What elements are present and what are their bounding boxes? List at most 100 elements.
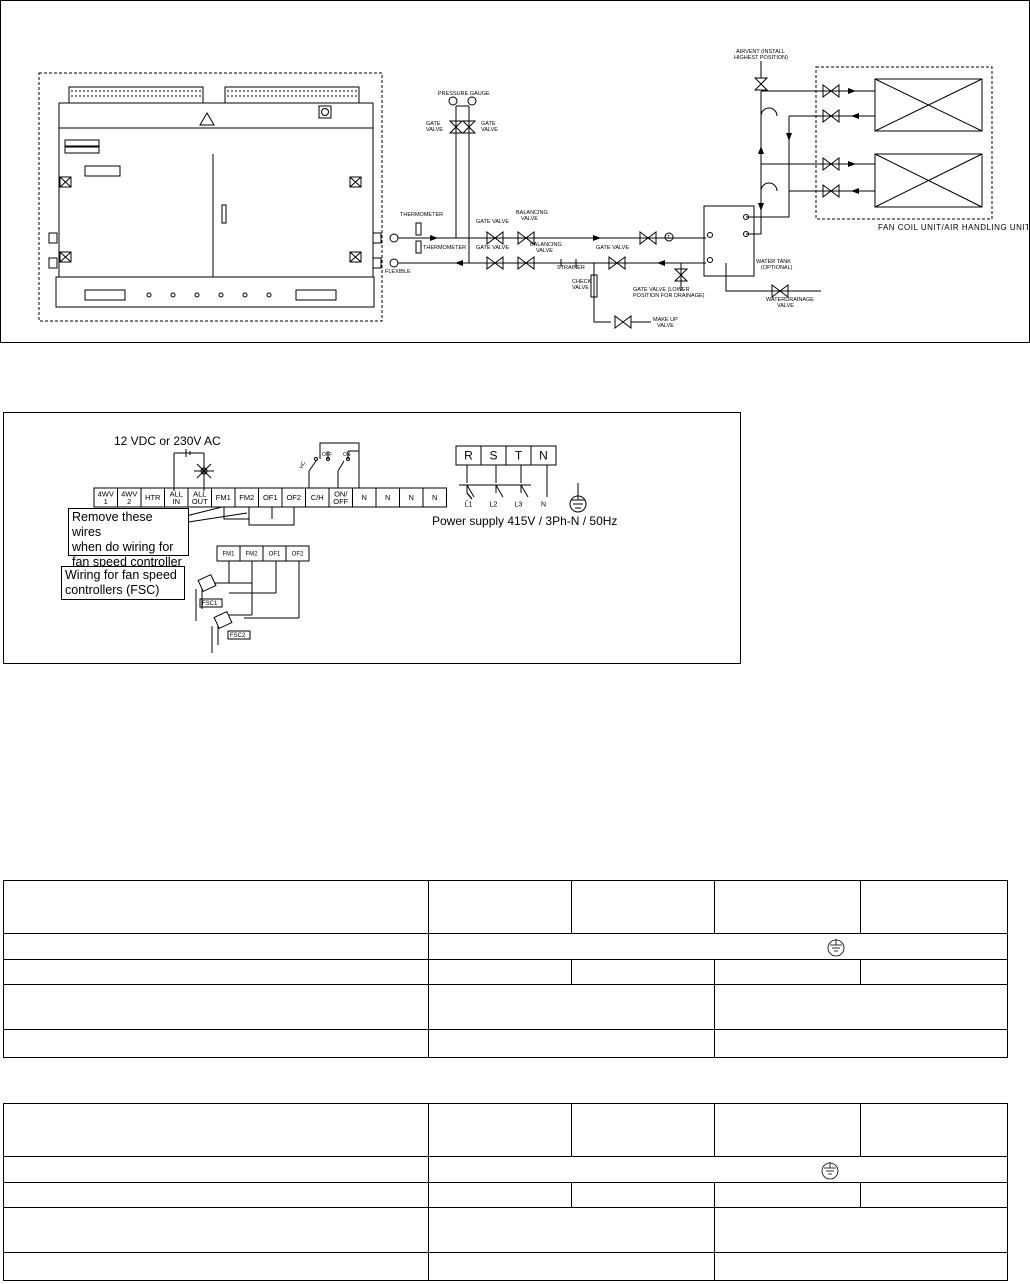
on-switch-label: ON xyxy=(343,452,351,458)
make-up-valve-label: MAKE UP xyxy=(653,317,678,323)
table-cell xyxy=(3,880,429,934)
fsc-terminal-label: FM2 xyxy=(246,552,259,558)
power-supply-label: Power supply 415V / 3Ph-N / 50Hz xyxy=(432,514,617,528)
gate-valve-lower-label: POSITION FOR DRAINAGE) xyxy=(633,293,705,299)
pressure-gauge-label: PRESSURE GAUGE xyxy=(438,91,490,97)
ground-icon xyxy=(827,939,845,957)
terminal-label: C/H xyxy=(311,493,324,502)
balancing-valve-label: VALVE xyxy=(521,216,538,222)
airvent-label: HIGHEST POSITION) xyxy=(734,55,788,61)
table-cell xyxy=(3,1207,429,1253)
wiring-diagram-frame: 12 VDC or 230V AC xyxy=(3,412,741,664)
check-valve-label: CHECK xyxy=(572,279,592,285)
terminal-label: OF2 xyxy=(286,493,301,502)
gate-valve-label: GATE xyxy=(481,121,496,127)
balancing-valve-label: BALANCING xyxy=(530,242,562,248)
power-terminal-label: R xyxy=(464,449,473,463)
water-drainage-label: WATERDRAINAGE xyxy=(766,297,814,303)
table-cell xyxy=(428,880,572,934)
table-cell xyxy=(428,1207,715,1253)
ground-icon xyxy=(821,1162,839,1180)
table-cell xyxy=(428,1182,572,1208)
thermometer-label: THERMOMETER xyxy=(423,245,466,251)
table-cell xyxy=(428,1103,572,1157)
fsc-wiring-callout: Wiring for fan speed controllers (FSC) xyxy=(61,566,185,600)
t-symbol: T xyxy=(667,235,670,241)
table-cell xyxy=(714,984,1008,1030)
gate-valve-return-label: GATE VALVE xyxy=(476,245,509,251)
table-cell xyxy=(860,1182,1008,1208)
terminal-box xyxy=(422,487,447,508)
piping-diagram: PRESSURE GAUGE GATE VALVE GATE VALVE AIR… xyxy=(38,49,1028,329)
table-cell xyxy=(428,959,572,985)
gate-valve-label: VALVE xyxy=(481,127,498,133)
table-row xyxy=(3,1207,1008,1253)
off-switch-label: OFF xyxy=(322,452,332,458)
gate-valve-label: VALVE xyxy=(426,127,443,133)
terminal-label: N xyxy=(385,493,390,502)
terminal-label: HTR xyxy=(145,493,161,502)
table-row xyxy=(3,880,1008,934)
spec-table-2 xyxy=(3,1103,1008,1281)
strainer-label: STRAINER xyxy=(557,265,585,271)
fsc1-label: FSC1 xyxy=(202,601,218,607)
table-row xyxy=(3,1182,1008,1208)
table-row xyxy=(3,1156,1008,1183)
airvent-label: AIRVENT (INSTALL xyxy=(736,49,785,55)
table-cell xyxy=(714,1182,861,1208)
terminal-label: N xyxy=(409,493,414,502)
fsc-terminal-label: FM1 xyxy=(223,552,236,558)
hc-switch-label: HC xyxy=(299,460,307,469)
wiring-diagram: 12 VDC or 230V AC xyxy=(93,434,617,653)
power-line-label: L1 xyxy=(465,501,473,508)
table-cell xyxy=(860,959,1008,985)
table-cell xyxy=(3,1252,429,1281)
gate-valve-lower-label: GATE VALVE (LOWER xyxy=(633,287,690,293)
table-cell xyxy=(3,933,429,960)
table-cell xyxy=(571,1182,715,1208)
terminal-label: N xyxy=(432,493,437,502)
table-row xyxy=(3,1029,1008,1058)
terminal-label: ON/OFF xyxy=(333,489,348,506)
water-drainage-label: VALVE xyxy=(777,303,794,309)
gate-valve-label: GATE xyxy=(426,121,441,127)
table-cell xyxy=(714,1252,1008,1281)
table-cell xyxy=(428,984,715,1030)
table-cell xyxy=(428,1156,1008,1183)
power-line-label: L3 xyxy=(515,501,523,508)
table-cell xyxy=(3,1156,429,1183)
table-cell xyxy=(428,1029,715,1058)
thermometer-label: THERMOMETER xyxy=(400,212,443,218)
water-tank-label: WATER TANK xyxy=(756,259,791,265)
table-cell xyxy=(860,1103,1008,1157)
flexible-label: FLEXIBLE xyxy=(385,269,411,275)
terminal-label: FM2 xyxy=(239,493,254,502)
table-cell xyxy=(714,1029,1008,1058)
table-row xyxy=(3,933,1008,960)
terminal-label: FM1 xyxy=(216,493,231,502)
make-up-valve-label: VALVE xyxy=(657,323,674,329)
table-cell xyxy=(571,959,715,985)
gate-valve-supply-label: GATE VALVE xyxy=(476,219,509,225)
table-cell xyxy=(428,1252,715,1281)
table-cell xyxy=(714,880,861,934)
balancing-valve-label: VALVE xyxy=(536,248,553,254)
table-cell xyxy=(3,984,429,1030)
water-tank-label: (OPTIONAL) xyxy=(761,265,793,271)
terminal-label: N xyxy=(362,493,367,502)
power-terminal-label: N xyxy=(539,449,548,463)
terminal-label: OF1 xyxy=(263,493,278,502)
power-line-label: L2 xyxy=(490,501,498,508)
remove-wires-callout: Remove these wires when do wiring for fa… xyxy=(68,508,189,569)
table-cell xyxy=(860,880,1008,934)
check-valve-label: VALVE xyxy=(572,285,589,291)
table-row xyxy=(3,959,1008,985)
table-cell xyxy=(3,1029,429,1058)
gate-valve-mid-label: GATE VALVE xyxy=(596,245,629,251)
balancing-valve-label: BALANCING xyxy=(516,210,548,216)
piping-diagram-frame: PRESSURE GAUGE GATE VALVE GATE VALVE AIR… xyxy=(0,0,1030,343)
table-cell xyxy=(428,933,1008,960)
